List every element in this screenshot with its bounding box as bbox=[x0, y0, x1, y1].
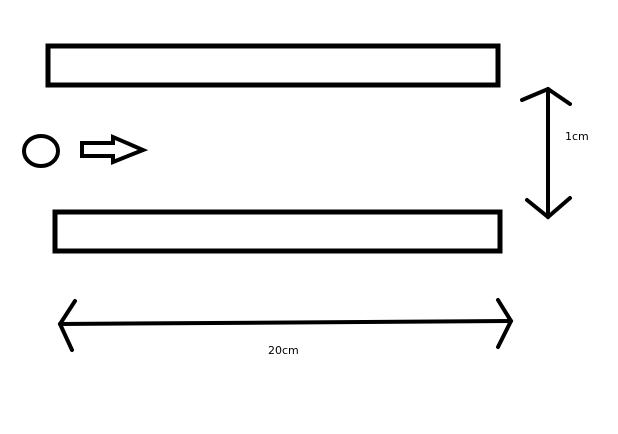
particle-circle bbox=[22, 134, 60, 168]
gap-dimension-arrow bbox=[520, 86, 572, 220]
gap-label: 1cm bbox=[565, 130, 589, 143]
direction-arrow-icon bbox=[80, 133, 149, 165]
bottom-plate bbox=[52, 209, 503, 254]
length-dimension-arrow bbox=[57, 298, 514, 352]
length-label: 20cm bbox=[268, 344, 299, 357]
top-plate bbox=[45, 43, 501, 88]
